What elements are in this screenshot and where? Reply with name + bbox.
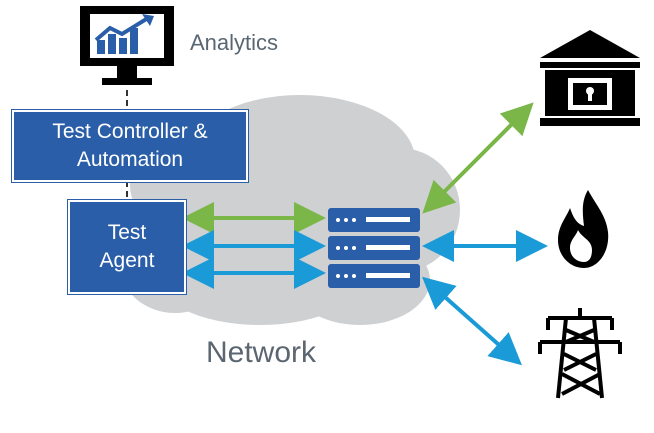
- server-stack: [328, 208, 420, 288]
- test-controller-box[interactable]: Test Controller & Automation: [12, 110, 248, 182]
- power-tower-icon: [538, 308, 622, 399]
- agent-label-line1: Test: [107, 221, 147, 244]
- monitor-chart-icon: [80, 6, 174, 85]
- server-power-link: [422, 276, 522, 366]
- controller-label-line2: Automation: [76, 148, 184, 171]
- flame-icon: [558, 190, 609, 268]
- analytics-label: Analytics: [190, 30, 279, 55]
- network-label: Network: [206, 336, 317, 369]
- server-rack-icon: [328, 236, 420, 260]
- controller-label-line1: Test Controller &: [52, 120, 208, 143]
- server-rack-icon: [328, 208, 420, 232]
- bank-vault-icon: [540, 30, 640, 126]
- server-rack-icon: [328, 264, 420, 288]
- server-bank-link: [422, 102, 534, 214]
- test-agent-box[interactable]: Test Agent: [68, 200, 186, 294]
- agent-label-line2: Agent: [99, 249, 155, 272]
